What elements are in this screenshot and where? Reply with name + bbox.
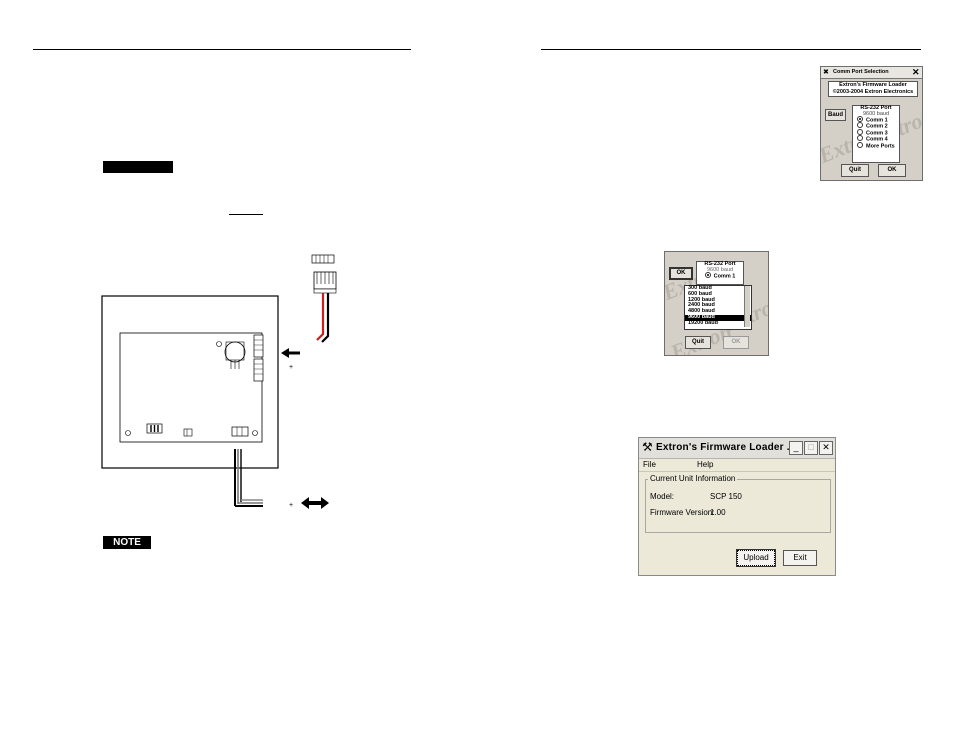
port-option[interactable]: Comm 3 xyxy=(857,128,899,136)
model-label: Model: xyxy=(650,492,675,501)
baud-group-title: RS-232 Port xyxy=(704,261,736,267)
model-value: SCP 150 xyxy=(710,492,742,501)
maximize-icon[interactable]: □ xyxy=(804,441,818,455)
note-badge-text: NOTE xyxy=(113,537,141,548)
baud-list-scrollbar[interactable] xyxy=(744,286,750,327)
baud-option[interactable]: 1200 baud xyxy=(688,296,715,303)
comm-dialog-titlebar: ✖ Comm Port Selection ✕ xyxy=(821,67,922,79)
port-option[interactable]: Comm 4 xyxy=(857,135,899,143)
left-page-header-rule xyxy=(33,49,411,50)
firmware-loader-window: ⚒ Extron's Firmware Loader ... _ □ ✕ Fil… xyxy=(638,437,836,576)
rs232-connector xyxy=(231,426,249,437)
power-wire-red xyxy=(316,293,325,341)
menu-help[interactable]: Help xyxy=(697,460,714,469)
comm-dialog-banner: Extron's Firmware Loader ©2003-2004 Extr… xyxy=(828,81,918,97)
close-icon[interactable]: ✕ xyxy=(912,67,920,77)
screw-icon xyxy=(216,341,222,347)
jumper xyxy=(183,428,193,437)
firmware-window-title: Extron's Firmware Loader ... xyxy=(656,442,796,453)
wiring-diagram xyxy=(101,254,337,509)
minimize-icon[interactable]: _ xyxy=(789,441,803,455)
radio-selected-icon xyxy=(704,272,711,278)
plus-marker-bottom: + xyxy=(289,502,294,509)
radio-icon xyxy=(857,128,863,135)
baud-rs232-group: RS-232 Port 9600 baud Comm 1 xyxy=(696,261,744,285)
arrow-left-icon xyxy=(281,348,300,358)
right-page-header-rule xyxy=(541,49,921,50)
terminal-block-lower xyxy=(253,358,264,382)
caution-label-box xyxy=(103,161,173,173)
baud-ok-disabled-button: OK xyxy=(723,336,749,349)
power-plug-top xyxy=(311,254,335,264)
baud-dialog: Extron Extron Extron OK RS-232 Port 9600… xyxy=(664,251,769,356)
baud-option-selected[interactable]: 9600 baud xyxy=(685,314,751,321)
plus-marker-top: + xyxy=(289,364,294,371)
rs232-group-title: RS-232 Port xyxy=(860,105,892,111)
comm-dialog-title: Comm Port Selection xyxy=(833,69,889,75)
underline-mark xyxy=(229,214,263,215)
menu-divider xyxy=(639,471,835,472)
quit-button[interactable]: Quit xyxy=(841,164,869,177)
port-option[interactable]: More Ports xyxy=(857,141,899,149)
baud-option[interactable]: 2400 baud xyxy=(688,302,715,309)
rs232-group-baud: 9600 baud xyxy=(863,111,889,117)
note-badge: NOTE xyxy=(103,536,151,549)
port-option[interactable]: Comm 2 xyxy=(857,122,899,130)
unit-info-group-title: Current Unit Information xyxy=(648,474,738,483)
radio-icon xyxy=(857,135,863,142)
baud-dropdown-list[interactable]: 300 baud 600 baud 1200 baud 2400 baud 48… xyxy=(684,285,752,330)
baud-option[interactable]: 4800 baud xyxy=(688,308,715,315)
upload-button[interactable]: Upload xyxy=(736,549,776,567)
version-value: 1.00 xyxy=(710,508,726,517)
baud-quit-button[interactable]: Quit xyxy=(685,336,711,349)
tools-icon: ✖ xyxy=(823,69,829,76)
firmware-titlebar: ⚒ Extron's Firmware Loader ... _ □ ✕ xyxy=(639,438,835,459)
double-arrow-icon xyxy=(301,497,329,509)
baud-group-baud: 9600 baud xyxy=(707,267,733,273)
radio-selected-icon xyxy=(857,116,863,122)
terminal-block-upper xyxy=(253,334,264,358)
rs232-group: RS-232 Port 9600 baud Comm 1 Comm 2 Comm… xyxy=(852,105,900,163)
power-wire-black xyxy=(321,293,330,343)
menu-file[interactable]: File xyxy=(643,460,656,469)
baud-option[interactable]: 600 baud xyxy=(688,290,712,297)
banner-line-1: Extron's Firmware Loader xyxy=(839,82,907,88)
close-icon[interactable]: ✕ xyxy=(819,441,833,455)
baud-option[interactable]: 300 baud xyxy=(688,285,712,291)
baud-ok-button[interactable]: OK xyxy=(669,267,693,280)
tools-icon: ⚒ xyxy=(642,440,653,454)
banner-line-2: ©2003-2004 Extron Electronics xyxy=(832,89,914,95)
baud-button[interactable]: Baud xyxy=(825,109,846,121)
baud-option[interactable]: 19200 baud xyxy=(688,319,718,326)
ok-button[interactable]: OK xyxy=(878,164,906,177)
port-option[interactable]: Comm 1 xyxy=(857,116,899,123)
version-label: Firmware Version: xyxy=(650,508,715,517)
exit-button[interactable]: Exit xyxy=(783,550,817,566)
radio-icon xyxy=(857,122,863,129)
potentiometer-icon xyxy=(224,341,246,363)
baud-port-option[interactable]: Comm 1 xyxy=(697,272,743,279)
radio-icon xyxy=(857,141,863,148)
unit-info-group xyxy=(645,479,831,533)
comm-port-dialog: ✖ Comm Port Selection ✕ Extron Extron Ex… xyxy=(820,66,923,181)
